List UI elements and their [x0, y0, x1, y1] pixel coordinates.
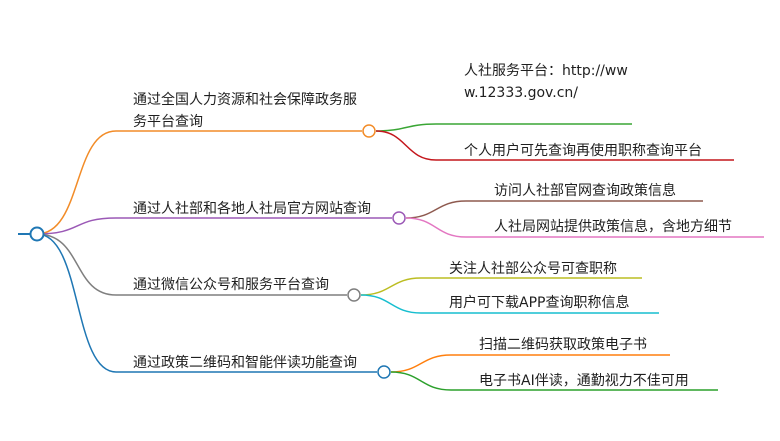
- branch-node-3: [347, 288, 361, 302]
- leaf-connector-1-1: [375, 123, 632, 132]
- leaf-connector-1-2: [375, 130, 734, 161]
- branch-connector-4: [36, 233, 377, 373]
- leaf-label-4-1: 扫描二维码获取政策电子书: [479, 337, 647, 353]
- branch-node-2: [392, 211, 406, 225]
- branch-label-3: 通过微信公众号和服务平台查询: [133, 277, 329, 293]
- branch-label-4: 通过政策二维码和智能伴读功能查询: [133, 355, 357, 371]
- leaf-label-2-1: 访问人社部官网查询政策信息: [494, 183, 676, 199]
- leaf-connector-2-2: [405, 217, 764, 238]
- branch-node-1: [362, 124, 376, 138]
- branch-label-1: 通过全国人力资源和社会保障政务服务平台查询: [133, 92, 357, 130]
- branch-connector-3: [36, 233, 347, 296]
- leaf-connector-3-1: [360, 277, 642, 296]
- leaf-label-2-2: 人社局网站提供政策信息，含地方细节: [494, 219, 732, 235]
- leaf-label-3-2: 用户可下载APP查询职称信息: [449, 295, 630, 311]
- leaf-connector-4-2: [390, 371, 718, 391]
- leaf-connector-4-1: [390, 354, 670, 373]
- leaf-label-1-2: 个人用户可先查询再使用职称查询平台: [464, 143, 702, 159]
- branch-label-2: 通过人社部和各地人社局官方网站查询: [133, 201, 371, 217]
- leaf-label-3-1: 关注人社部公众号可查职称: [449, 261, 617, 277]
- leaf-connector-2-1: [405, 200, 703, 219]
- leaf-label-1-1: 人社服务平台：http://www.12333.gov.cn/: [464, 63, 628, 101]
- branch-node-4: [377, 365, 391, 379]
- root-node: [29, 226, 45, 242]
- leaf-connector-3-2: [360, 294, 659, 314]
- branch-connector-2: [36, 217, 392, 235]
- leaf-label-4-2: 电子书AI伴读，通勤视力不佳可用: [479, 373, 689, 389]
- branch-connector-1: [36, 130, 362, 235]
